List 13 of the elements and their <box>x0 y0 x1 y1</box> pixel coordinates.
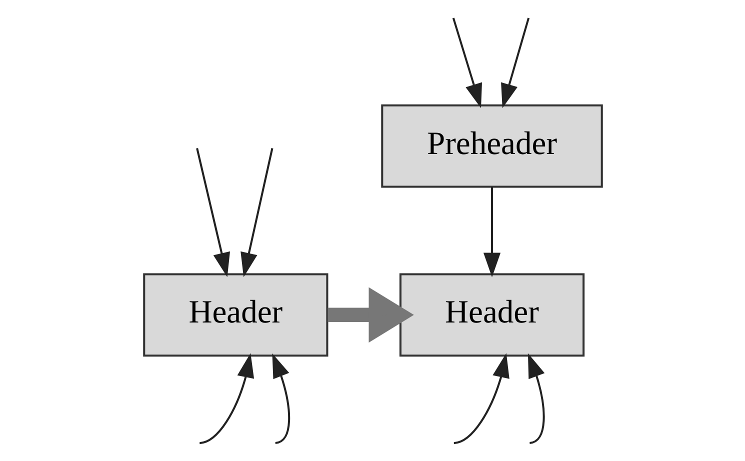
arrow <box>527 353 544 444</box>
node-box: Preheader <box>380 104 602 188</box>
arrow <box>198 353 254 444</box>
arrow <box>453 353 509 444</box>
arrow <box>196 148 230 278</box>
node-box: Header <box>398 273 584 357</box>
node-box: Header <box>142 273 328 357</box>
arrow <box>272 353 290 444</box>
arrow <box>500 18 530 108</box>
arrow <box>482 187 500 278</box>
arrow <box>452 18 482 108</box>
arrow <box>327 287 414 343</box>
arrow <box>240 148 273 278</box>
